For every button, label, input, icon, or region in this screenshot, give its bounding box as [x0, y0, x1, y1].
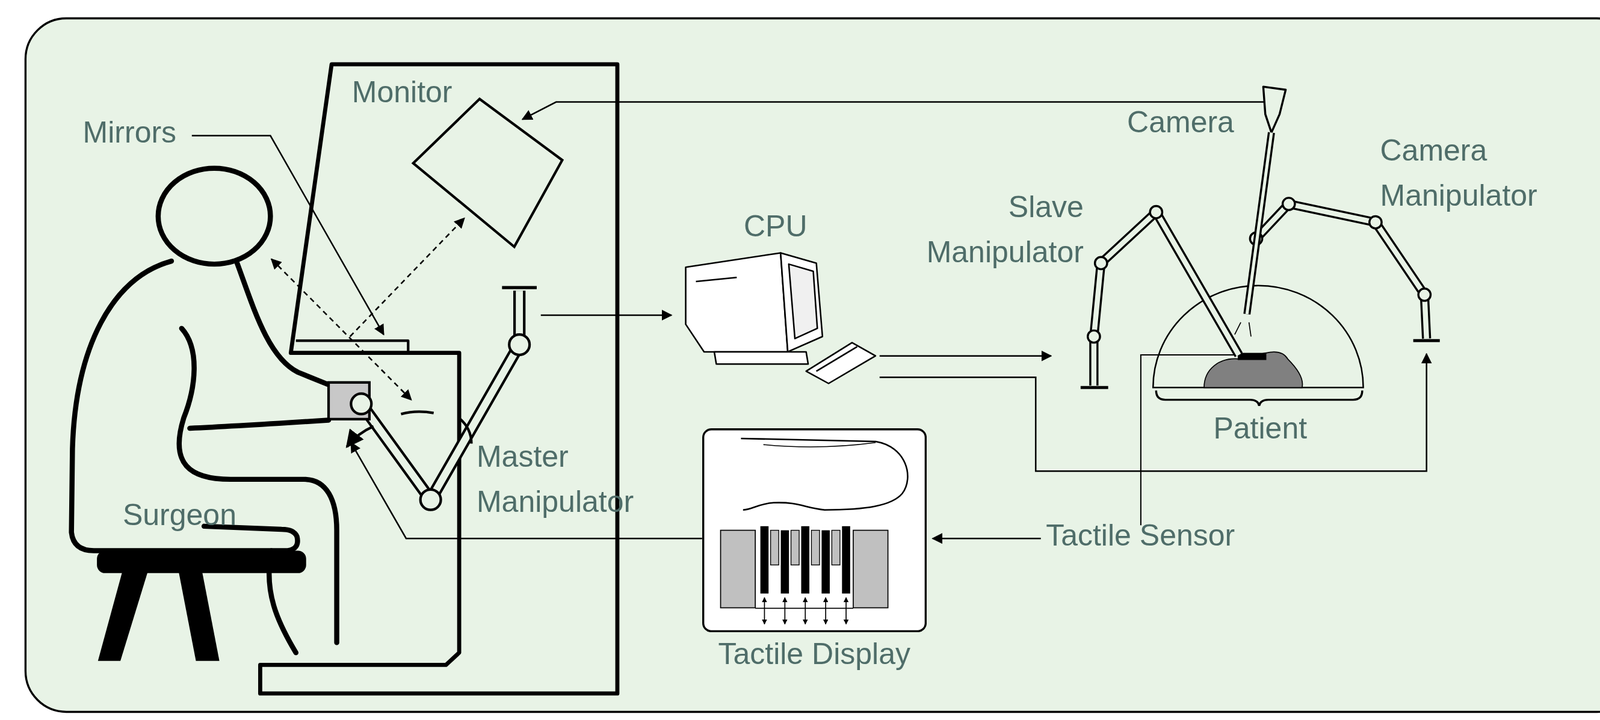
stool — [98, 571, 149, 661]
patient-dome — [1152, 285, 1363, 407]
slave-manipulator — [1080, 205, 1239, 388]
signal-arrows — [879, 355, 1052, 357]
master-manipulator — [509, 334, 530, 356]
part-label: Camera — [1127, 104, 1235, 141]
tactile-display-figure — [804, 598, 806, 625]
cpu-computer — [714, 352, 809, 365]
cpu-computer — [816, 346, 858, 372]
tactile-display-figure — [720, 530, 756, 609]
part-label: Mirrors — [83, 114, 177, 151]
tactile-display-figure — [702, 428, 927, 633]
part-label: CPU — [743, 208, 808, 245]
tactile-display-figure — [841, 526, 851, 594]
cpu-computer — [696, 277, 738, 282]
surgeon-figure — [158, 168, 271, 265]
signal-arrows — [879, 353, 1427, 472]
camera — [1263, 86, 1286, 133]
cpu-computer — [780, 252, 823, 352]
sight-lines — [271, 259, 411, 401]
part-label: Patient — [1213, 410, 1307, 447]
master-manipulator — [328, 287, 537, 511]
master-manipulator — [350, 393, 372, 414]
cpu-computer — [685, 252, 789, 352]
patient-dome — [1204, 352, 1303, 388]
patient-dome — [1155, 390, 1363, 406]
tactile-display-figure — [811, 530, 820, 566]
camera-manipulator — [1256, 203, 1427, 339]
signal-arrows — [540, 314, 672, 317]
stool — [178, 571, 220, 661]
background-panel — [25, 18, 1600, 713]
part-label: Surgeon — [122, 497, 237, 534]
part-label: Tactile Sensor — [1045, 517, 1235, 554]
slave-manipulator — [1093, 212, 1239, 386]
tactile-display-figure — [763, 598, 765, 625]
camera-manipulator — [1282, 197, 1295, 211]
tactile-display-figure — [755, 608, 854, 610]
surgeon-figure — [189, 420, 329, 430]
tactile-display-figure — [831, 530, 841, 566]
tactile-display-figure — [784, 598, 786, 625]
monitor-screen — [413, 98, 563, 247]
tactile-display-figure — [702, 429, 926, 632]
slave-manipulator — [1080, 386, 1109, 390]
mirrors — [191, 135, 384, 335]
part-label: Monitor — [352, 74, 453, 111]
master-manipulator — [459, 418, 472, 444]
tactile-display-figure — [845, 598, 847, 625]
slave-manipulator — [1087, 330, 1100, 343]
cpu-computer — [788, 264, 818, 339]
surgeon-figure — [236, 262, 331, 386]
surgeon-figure — [71, 261, 298, 552]
slave-manipulator — [1149, 205, 1162, 218]
sight-lines — [350, 218, 465, 337]
camera — [1246, 132, 1272, 315]
camera — [1234, 322, 1251, 337]
camera-manipulator — [1413, 339, 1440, 343]
tactile-display-figure — [800, 526, 810, 594]
camera-manipulator — [1256, 203, 1427, 339]
console — [296, 340, 409, 353]
node-label: Tactile Display — [717, 636, 911, 673]
camera-manipulator — [1418, 288, 1431, 301]
cpu-computer — [685, 252, 876, 384]
camera — [1234, 86, 1286, 337]
signal-arrows — [347, 426, 374, 448]
part-label: Slave Manipulator — [879, 184, 1084, 275]
tactile-display-figure — [770, 530, 779, 566]
slave-manipulator — [1095, 256, 1108, 269]
tactile-display-figure — [853, 530, 889, 609]
part-label: Master Manipulator — [476, 434, 681, 525]
master-manipulator — [420, 489, 442, 511]
surgeon-figure — [71, 168, 337, 653]
tactile-display-box: Tactile Display — [702, 428, 927, 633]
tactile-display-figure — [790, 530, 800, 566]
part-label: Camera Manipulator — [1380, 128, 1597, 219]
patient-dome — [1152, 285, 1363, 389]
cpu-computer — [806, 342, 876, 384]
tactile-display-figure — [762, 442, 876, 448]
mirrors — [191, 135, 434, 414]
signal-arrows — [932, 537, 1041, 540]
camera — [1246, 132, 1272, 315]
master-manipulator — [501, 286, 537, 290]
stool — [96, 551, 307, 662]
stool — [96, 551, 307, 574]
patient-dome — [1237, 353, 1267, 361]
tactile-display-figure — [821, 530, 830, 594]
mirrors — [400, 411, 434, 414]
monitor-screen — [413, 98, 563, 247]
slave-manipulator — [1093, 212, 1239, 386]
tactile-display-figure — [740, 438, 908, 511]
camera-manipulator — [1369, 216, 1382, 229]
camera-manipulator — [1249, 197, 1440, 341]
background-panel — [25, 18, 1600, 713]
tactile-display-figure — [824, 598, 827, 625]
tactile-display-figure — [780, 530, 789, 594]
tactile-display-figure — [759, 526, 769, 594]
